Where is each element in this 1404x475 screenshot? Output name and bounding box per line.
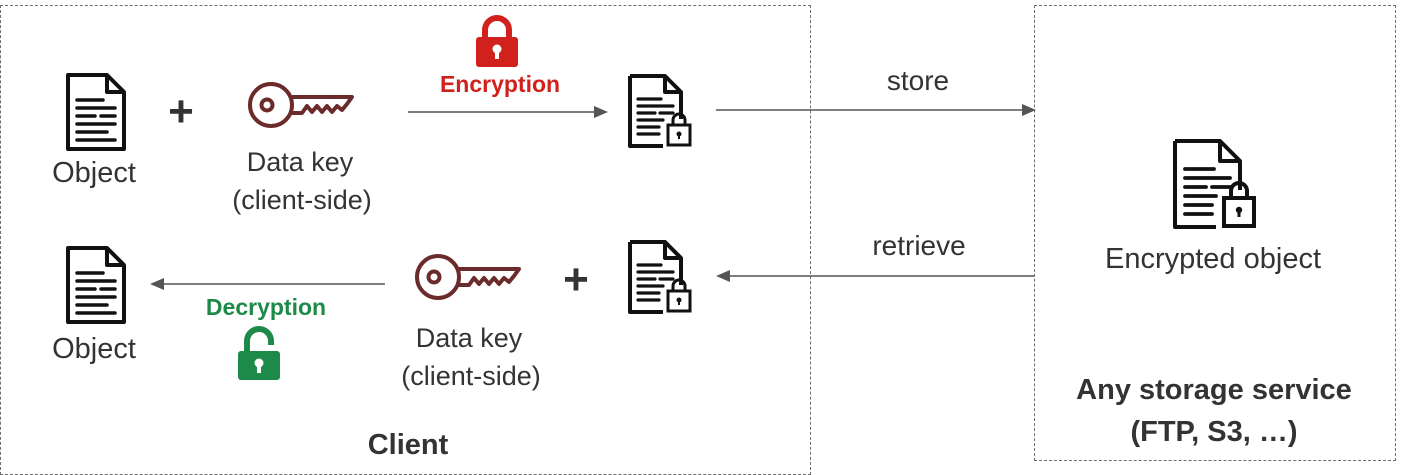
lock-open-icon <box>238 326 280 380</box>
retrieve-label: retrieve <box>872 230 966 261</box>
client-title: Client <box>367 429 449 461</box>
encrypted-document-icon <box>628 74 692 148</box>
encryption-arrow <box>408 106 608 118</box>
encryption-label: Encryption <box>439 71 561 97</box>
plus-sign: + <box>563 255 589 304</box>
storage-subtitle: (FTP, S3, …) <box>1130 416 1298 448</box>
retrieve-arrow <box>716 270 1034 282</box>
document-icon <box>66 246 126 324</box>
storage-title: Any storage service <box>1076 374 1352 406</box>
key-icon <box>248 82 354 128</box>
decryption-label: Decryption <box>205 294 327 320</box>
document-icon <box>66 73 126 151</box>
encrypted-document-icon <box>628 240 692 314</box>
store-arrow <box>716 104 1036 116</box>
object-label: Object <box>52 157 136 189</box>
data-key-label: Data key <box>246 147 354 177</box>
encrypted-object-icon <box>1173 139 1256 229</box>
client-side-label: (client-side) <box>232 185 372 215</box>
encrypted-object-label: Encrypted object <box>1104 243 1322 275</box>
data-key-label: Data key <box>415 323 523 353</box>
storage-region <box>1034 5 1396 461</box>
object-label: Object <box>52 333 136 365</box>
lock-closed-icon <box>476 15 518 67</box>
plus-sign: + <box>168 87 194 136</box>
client-side-label: (client-side) <box>401 361 541 391</box>
store-label: store <box>886 65 950 96</box>
key-icon <box>415 254 521 300</box>
decryption-arrow <box>150 278 385 290</box>
